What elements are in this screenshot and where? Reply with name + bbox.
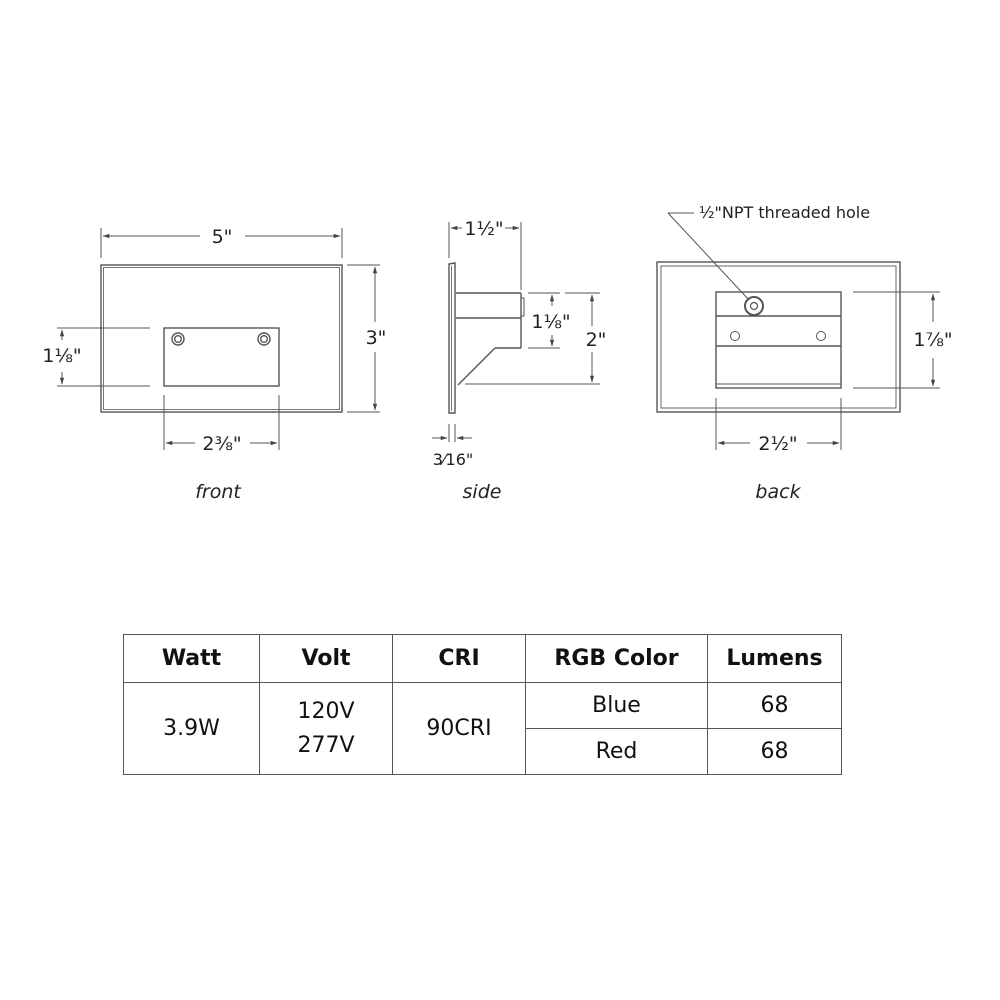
volt-value: 120V bbox=[297, 698, 355, 724]
cell-color: Blue bbox=[525, 682, 708, 729]
cell-color: Red bbox=[525, 728, 708, 775]
spec-table-header-row: Watt Volt CRI RGB Color Lumens bbox=[123, 634, 842, 683]
spec-table: Watt Volt CRI RGB Color Lumens 3.9W 120V… bbox=[123, 634, 842, 775]
header-watt: Watt bbox=[123, 634, 260, 683]
side-plate-thickness-dim: 3⁄16" bbox=[433, 450, 474, 469]
front-height-dim: 3" bbox=[366, 327, 387, 349]
cell-volt: 120V 277V bbox=[259, 682, 393, 775]
volt-value: 277V bbox=[297, 732, 355, 758]
header-rgb-color: RGB Color bbox=[525, 634, 708, 683]
front-width-dim: 5" bbox=[212, 226, 233, 248]
header-volt: Volt bbox=[259, 634, 393, 683]
header-cri: CRI bbox=[392, 634, 526, 683]
front-view bbox=[57, 228, 380, 450]
front-view-label: front bbox=[195, 481, 242, 503]
header-lumens: Lumens bbox=[707, 634, 842, 683]
cell-lumens: 68 bbox=[707, 682, 842, 729]
back-view-label: back bbox=[755, 481, 801, 503]
back-view bbox=[656, 212, 940, 450]
cell-cri: 90CRI bbox=[392, 682, 526, 775]
side-depth-dim: 1½" bbox=[464, 218, 503, 240]
front-inner-height-dim: 1⅛" bbox=[42, 345, 81, 367]
technical-drawing: 5" 3" 1⅛" 2⅜" front 1½" bbox=[42, 203, 952, 503]
side-view-label: side bbox=[463, 481, 502, 503]
cell-watt: 3.9W bbox=[123, 682, 260, 775]
front-inner-width-dim: 2⅜" bbox=[202, 433, 241, 455]
side-arm-height-dim: 1⅛" bbox=[531, 311, 570, 333]
side-bracket-height-dim: 2" bbox=[586, 329, 607, 351]
back-bracket-width-dim: 2½" bbox=[758, 433, 797, 455]
threaded-hole-callout: ½"NPT threaded hole bbox=[699, 203, 870, 222]
side-view bbox=[432, 222, 600, 442]
table-row: 3.9W 120V 277V 90CRI Blue 68 bbox=[123, 682, 842, 775]
back-bracket-height-dim: 1⅞" bbox=[913, 329, 952, 351]
table-row: Red 68 bbox=[124, 728, 842, 775]
cell-lumens: 68 bbox=[707, 728, 842, 775]
